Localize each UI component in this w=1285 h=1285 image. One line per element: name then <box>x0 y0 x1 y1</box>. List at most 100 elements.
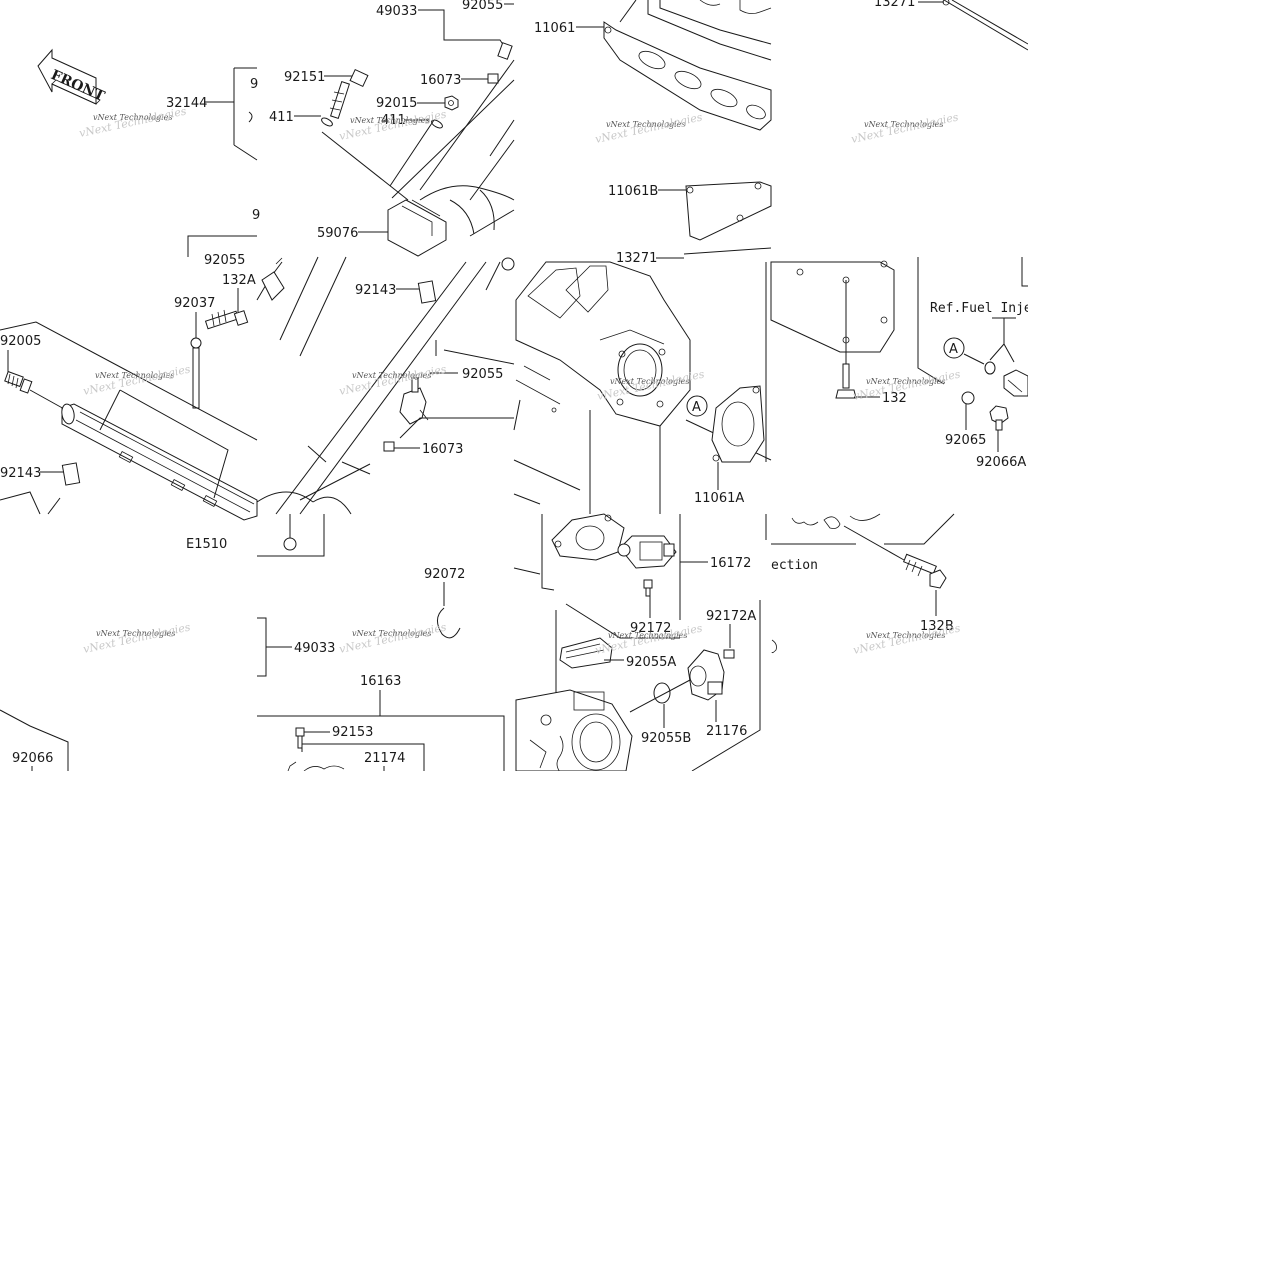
ref-fuel-injection: Ref.Fuel Inje <box>930 301 1032 316</box>
bolt-92151-icon <box>329 68 369 119</box>
label-9-b: 9 <box>252 208 260 223</box>
nut-icon <box>283 537 297 551</box>
label-11061B: 11061B <box>608 184 658 199</box>
screw-92172-icon <box>643 579 653 597</box>
clamp-92037-icon <box>190 337 202 409</box>
bolt-132A-icon <box>204 309 249 330</box>
watermark: vNext Technologies <box>608 631 687 640</box>
fitting-92005-icon <box>4 370 33 394</box>
watermark: vNext Technologies <box>866 631 945 640</box>
washer-92065-icon <box>961 391 975 405</box>
throttle-body-icon <box>515 689 633 773</box>
watermark-faint: vNext Technologies <box>82 362 192 398</box>
bolt-132-icon <box>835 363 857 399</box>
callout-a-icon <box>686 395 708 417</box>
section-text: ection <box>771 558 818 573</box>
label-92055-c: 92055 <box>204 253 245 268</box>
watermark: vNext Technologies <box>96 629 175 638</box>
label-21174: 21174 <box>364 751 405 766</box>
label-13271-top: 13271 <box>874 0 915 10</box>
gasket-92055A-icon <box>559 637 613 669</box>
fuel-rail-icon <box>61 403 258 521</box>
label-92153: 92153 <box>332 725 373 740</box>
plug-92066A-icon <box>989 405 1009 431</box>
clamp-92072-icon <box>437 607 461 639</box>
label-132A: 132A <box>222 273 256 288</box>
screw-92153-icon <box>295 727 305 749</box>
label-132B: 132B <box>920 619 954 634</box>
gasket-11061A-icon <box>711 385 765 463</box>
watermark-faint: vNext Technologies <box>78 104 188 140</box>
label-11061: 11061 <box>534 21 575 36</box>
label-16073-top: 16073 <box>420 73 461 88</box>
watermark: vNext Technologies <box>864 120 943 129</box>
callout-a2: A <box>949 342 958 357</box>
label-92172: 92172 <box>630 621 671 636</box>
watermark: vNext Technologies <box>606 120 685 129</box>
watermark: vNext Technologies <box>352 629 431 638</box>
label-411-a: 411 <box>269 110 294 125</box>
screw-92172A-icon <box>723 649 735 659</box>
blank-area-bottom <box>0 771 1285 1285</box>
label-92005: 92005 <box>0 334 41 349</box>
blank-area-right <box>1028 0 1285 771</box>
watermark-faint: vNext Technologies <box>338 620 448 656</box>
label-92066A: 92066A <box>976 455 1026 470</box>
label-92037: 92037 <box>174 296 215 311</box>
tile-row2-right: 132 Ref.Fuel Inje A 92065 92066A vNext T… <box>770 257 1032 470</box>
sensor-21176-icon <box>687 649 725 701</box>
callout-a: A <box>692 400 701 415</box>
label-92065: 92065 <box>945 433 986 448</box>
label-92066: 92066 <box>12 751 53 766</box>
tile-row3-left: E1510 92066 vNext Technologies vNext Tec… <box>0 537 227 771</box>
label-11061A: 11061A <box>694 491 744 506</box>
bolt-132B-icon <box>903 553 947 589</box>
oring-92065-upper-icon <box>984 361 996 375</box>
label-49033: 49033 <box>294 641 335 656</box>
nut-92015-icon <box>444 95 459 111</box>
label-92015: 92015 <box>376 96 417 111</box>
tile-row2-left: 132A 92037 92005 <box>0 273 258 521</box>
injector-icon <box>399 377 429 425</box>
label-21176: 21176 <box>706 724 747 739</box>
idle-valve-16172-icon <box>617 535 677 569</box>
watermark: vNext Technologies <box>610 377 689 386</box>
front-arrow-icon: FRONT <box>37 48 107 105</box>
tile-top-left: 9 32144 9 92055 vNext Technologies vNext… <box>78 67 260 268</box>
label-32144: 32144 <box>166 96 207 111</box>
label-16163: 16163 <box>360 674 401 689</box>
tile-row2-third: A 11061A vNext Technologies vNext Techno… <box>513 261 772 514</box>
tile-row3-right: ection 132B vNext Technologies vNext Tec… <box>771 513 962 657</box>
label-49033-top: 49033 <box>376 4 417 19</box>
watermark-faint: vNext Technologies <box>338 362 448 398</box>
sensor-icon <box>1003 369 1029 397</box>
label-92055-top: 92055 <box>462 0 503 13</box>
label-16172: 16172 <box>710 556 751 571</box>
label-92151: 92151 <box>284 70 325 85</box>
label-92143-left: 92143 <box>0 466 41 481</box>
tile-row3-third: 16172 92172 92172A 92055A 92055B 2117 <box>513 513 767 773</box>
intake-manifold-icon <box>515 261 691 427</box>
label-92055B: 92055B <box>641 731 691 746</box>
watermark: vNext Technologies <box>350 116 429 125</box>
tile-row3-middle: 92072 49033 16163 92153 21174 vNext Tech… <box>257 514 505 772</box>
watermark: vNext Technologies <box>95 371 174 380</box>
label-16073-mid: 16073 <box>422 442 463 457</box>
watermark: vNext Technologies <box>352 371 431 380</box>
label-59076: 59076 <box>317 226 358 241</box>
label-92172A: 92172A <box>706 609 756 624</box>
watermark: vNext Technologies <box>866 377 945 386</box>
tile-top-third: 11061 11061B 13271 vNext Technologies vN… <box>534 0 772 266</box>
watermark: vNext Technologies <box>93 113 172 122</box>
throttle-flange-icon <box>551 513 625 561</box>
watermark-faint: vNext Technologies <box>82 620 192 656</box>
figure-code: E1510 <box>186 537 227 552</box>
label-92055-mid: 92055 <box>462 367 503 382</box>
callout-a2-icon <box>943 337 965 359</box>
tile-top-middle: 49033 92055 92151 16073 92015 411 411 <box>269 0 515 257</box>
label-132: 132 <box>882 391 907 406</box>
label-92055A: 92055A <box>626 655 676 670</box>
label-92072: 92072 <box>424 567 465 582</box>
tile-top-right: 13271 vNext Technologies vNext Technolog… <box>850 0 1029 146</box>
